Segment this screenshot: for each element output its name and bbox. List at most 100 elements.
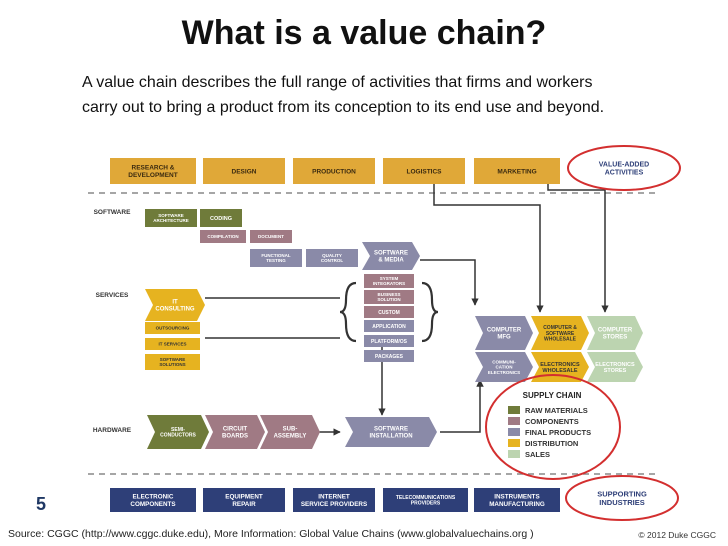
supporting-4-shape (383, 488, 468, 512)
outsourcing-label: OUTSOURCING (156, 326, 190, 331)
stage-2: DESIGN (203, 158, 285, 184)
legend-swatch-4 (508, 439, 520, 447)
supply-chain-circle (485, 374, 621, 480)
stage-2-shape (203, 158, 285, 184)
platform-os: PLATFORM/OS (364, 335, 414, 347)
legend-swatch-5 (508, 450, 520, 458)
document: DOCUMENT (250, 230, 292, 243)
platform-os-label: PLATFORM/OS (371, 339, 408, 345)
stage-1-shape (110, 158, 196, 184)
coding: CODING (200, 209, 242, 227)
packages: PACKAGES (364, 350, 414, 362)
coding-shape (200, 209, 242, 227)
stage-4: LOGISTICS (383, 158, 465, 184)
supporting-3-shape (293, 488, 375, 512)
stage-5-shape (474, 158, 560, 184)
computer-mfg-shape (475, 316, 533, 350)
packages-shape (364, 350, 414, 362)
page-number: 5 (36, 494, 47, 514)
page-title: What is a value chain? (181, 14, 547, 52)
platform-os-shape (364, 335, 414, 347)
functional-testing-shape (250, 249, 302, 267)
supporting-industries-circle (565, 475, 679, 521)
semiconductors-label: SEMI-CONDUCTORS (160, 427, 196, 439)
custom-label: CUSTOM (378, 310, 400, 316)
subtitle-line-1: A value chain describes the full range o… (82, 74, 593, 91)
legend-swatch-2 (508, 417, 520, 425)
business-solution-shape (364, 290, 414, 304)
outsourcing: OUTSOURCING (145, 322, 200, 334)
circuit-boards-shape (205, 415, 265, 449)
stage-3-shape (293, 158, 375, 184)
custom-shape (364, 306, 414, 318)
computer-stores-shape (587, 316, 643, 350)
quality-control-shape (306, 249, 358, 267)
left-brace (339, 281, 357, 343)
software-solutions-shape (145, 354, 200, 370)
legend-swatch-1 (508, 406, 520, 414)
stage-4-shape (383, 158, 465, 184)
supporting-5-shape (474, 488, 560, 512)
stage-3: PRODUCTION (293, 158, 375, 184)
value-added-circle (567, 145, 681, 191)
software-installation-shape (345, 417, 437, 447)
supply-chain-title: SUPPLY CHAIN (523, 391, 582, 400)
software-media: SOFTWARE& MEDIA (362, 242, 420, 270)
compilation-shape (200, 230, 246, 243)
communication-electronics-shape (475, 352, 533, 382)
document-shape (250, 230, 292, 243)
electronics-stores-shape (587, 352, 643, 382)
computer-software-wholesale-shape (531, 316, 589, 350)
source-citation: Source: CGGC (http://www.cggc.duke.edu),… (8, 528, 534, 540)
sub-assembly-shape (260, 415, 320, 449)
application-label: APPLICATION (372, 324, 406, 330)
stage-1: RESEARCH &DEVELOPMENT (110, 158, 196, 184)
stage-5-label: MARKETING (497, 168, 536, 175)
legend-label-4: DISTRIBUTION (525, 439, 578, 448)
subtitle-line-2: carry out to bring a product from its co… (82, 99, 605, 116)
semiconductors: SEMI-CONDUCTORS (147, 415, 209, 449)
software-architecture-shape (145, 209, 197, 227)
packages-label: PACKAGES (375, 354, 404, 360)
application: APPLICATION (364, 320, 414, 332)
outsourcing-shape (145, 322, 200, 334)
software-media-label: SOFTWARE& MEDIA (374, 251, 408, 264)
document-label: DOCUMENT (258, 234, 284, 239)
software-media-shape (362, 242, 420, 270)
legend-label-1: RAW MATERIALS (525, 406, 588, 415)
